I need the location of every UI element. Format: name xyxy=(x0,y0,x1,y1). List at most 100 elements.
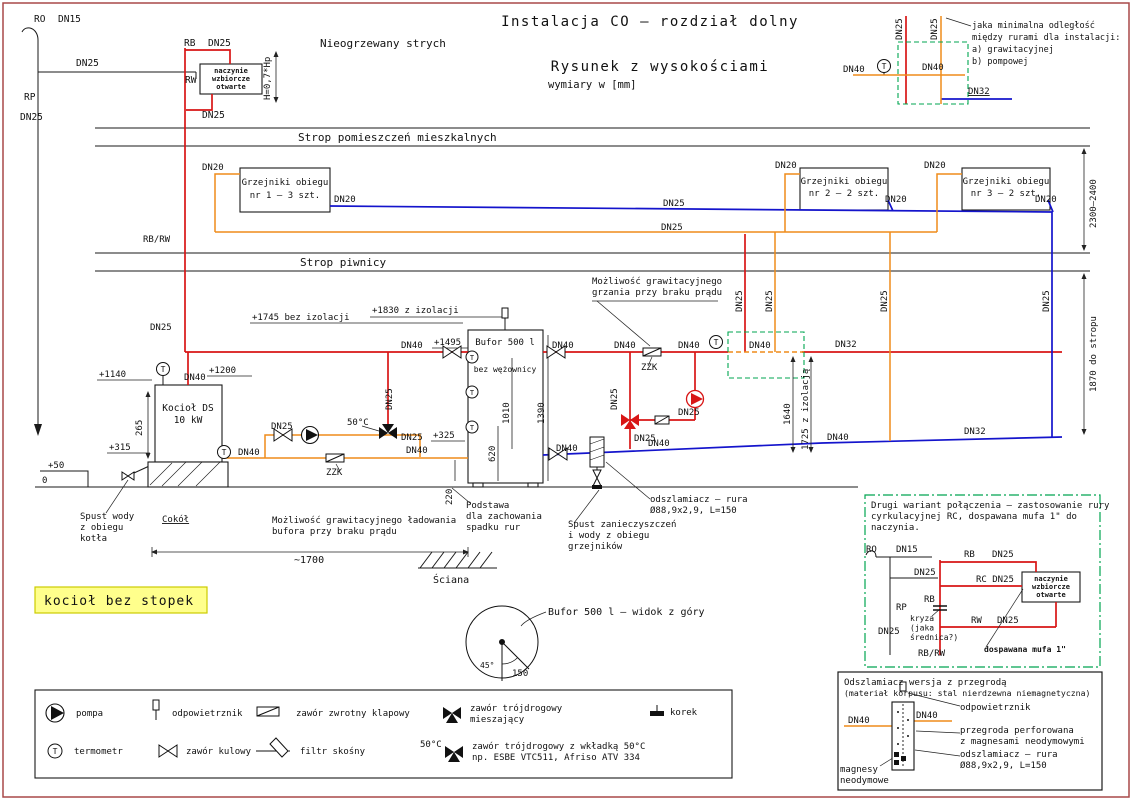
thermometer-icon xyxy=(47,59,891,759)
label-dn40-var-left: DN40 xyxy=(843,65,865,75)
v-rc-dn25: RC DN25 xyxy=(976,575,1014,585)
plinth-box xyxy=(147,461,229,488)
legend-wkladka-2: np. ESBE VTC511, Afriso ATV 334 xyxy=(472,753,640,763)
label-zzk-2: ZZK xyxy=(641,363,658,373)
rad1-label-1: Grzejniki obiegu xyxy=(242,178,329,188)
h-0: 0 xyxy=(42,476,47,486)
variant-title-1: Drugi wariant połączenia – zastosowanie … xyxy=(871,501,1110,511)
dim-1010: 1010 xyxy=(502,402,512,424)
variant-vessel-1: naczynie xyxy=(1034,575,1068,583)
label-dn32-supply: DN32 xyxy=(835,340,857,350)
variant-detail-zone xyxy=(864,494,1101,668)
rad3-label-2: nr 3 – 2 szt. xyxy=(971,189,1041,199)
dim-45: 45° xyxy=(480,661,494,670)
label-dn25-upper-return: DN25 xyxy=(663,199,685,209)
label-dn40-return-5: DN40 xyxy=(827,433,849,443)
legend-termometr: termometr xyxy=(74,747,123,757)
label-rb: RB xyxy=(184,38,196,49)
radiator-group-2-box xyxy=(799,167,889,211)
separator-detail-box xyxy=(837,671,1103,791)
radiator-group-3-box xyxy=(961,167,1051,211)
v-rbrw: RB/RW xyxy=(918,649,946,659)
label-dn40-return-4: DN40 xyxy=(648,439,670,449)
v-rp: RP xyxy=(896,603,907,613)
label-rw-dn25: DN25 xyxy=(202,110,225,121)
v-dn25-2: DN25 xyxy=(878,627,900,637)
label-rw: RW xyxy=(185,75,197,86)
v-rw: RW xyxy=(971,616,982,626)
label-dn25-bypass-r: DN25 xyxy=(401,433,423,443)
legend-pompa: pompa xyxy=(76,709,103,719)
label-dn20-c1-supply: DN20 xyxy=(202,163,224,173)
v-rb: RB xyxy=(964,550,975,560)
separator-title-2: (materiał korpusu: stal nierdzewna niema… xyxy=(844,688,1090,698)
no-feet-note: kocioł bez stopek xyxy=(44,594,194,609)
distance-note-2: między rurami dla instalacji: xyxy=(972,33,1120,43)
label-dn40-return-3: DN40 xyxy=(556,444,578,454)
page-title: Instalacja CO – rozdział dolny xyxy=(501,14,799,30)
pump-icon xyxy=(45,389,705,723)
label-rp-dn25: DN25 xyxy=(20,112,43,123)
orifice-icon xyxy=(933,605,947,611)
h-1830: +1830 z izolacji xyxy=(372,306,459,316)
label-zzk-1: ZZK xyxy=(326,468,343,478)
legend-trojdrogowy-1: zawór trójdrogowy xyxy=(470,703,563,714)
h-1495: +1495 xyxy=(434,338,461,348)
label-dn25-var-a: DN25 xyxy=(895,18,905,40)
dirt-separator-icon xyxy=(589,436,605,489)
separator-przegroda-1: przegroda perforowana xyxy=(960,726,1074,736)
thermo-buf-1: T xyxy=(470,354,475,362)
label-dn32-var: DN32 xyxy=(968,87,990,97)
strainer-icon xyxy=(256,737,290,758)
rad2-label-2: nr 2 – 2 szt. xyxy=(809,189,879,199)
label-dn20-c3-return: DN20 xyxy=(1035,195,1057,205)
label-50c: 50°C xyxy=(347,418,369,428)
separator-przegroda-2: z magnesami neodymowymi xyxy=(960,737,1085,747)
thermo-boiler: T xyxy=(161,365,166,374)
v-dn15: DN15 xyxy=(896,545,918,555)
legend-zawor-kulowy: zawór kulowy xyxy=(186,746,252,757)
return-pipes xyxy=(329,98,1063,456)
legend-trojdrogowy-2: mieszający xyxy=(470,715,525,725)
boiler-label-2: 10 kW xyxy=(174,415,203,426)
ceiling1-label: Strop pomieszczeń mieszkalnych xyxy=(298,131,497,144)
leader-lines xyxy=(97,17,1024,767)
v-ro: RO xyxy=(866,545,877,555)
label-dn40-boiler: DN40 xyxy=(184,373,206,383)
label-dn20-c3-supply: DN20 xyxy=(924,161,946,171)
label-dn40-var-right: DN40 xyxy=(922,63,944,73)
dim-1725: 1725 z izolacją xyxy=(801,369,811,450)
symbols xyxy=(45,59,947,771)
separator-title-1: Odszlamiacz wersja z przegrodą xyxy=(844,678,1007,688)
label-rp: RP xyxy=(24,92,36,103)
label-dn25-r2s: DN25 xyxy=(735,290,745,312)
separator-odpowietrznik: odpowietrznik xyxy=(960,703,1031,713)
label-dn25-safety: DN25 xyxy=(150,323,172,333)
buffer-name: Bufor 500 l xyxy=(475,338,535,348)
boiler-label-1: Kocioł DS xyxy=(162,403,214,414)
legend-korek: korek xyxy=(670,708,698,718)
separator-rura-2: Ø88,9x2,9, L=150 xyxy=(960,760,1047,771)
buffer-top-view xyxy=(465,605,539,681)
h-315: +315 xyxy=(109,443,131,453)
buffer-foot xyxy=(527,482,539,488)
ball-valve-icon xyxy=(121,345,602,758)
label-rb-dn25: DN25 xyxy=(208,38,231,49)
h-1140: +1140 xyxy=(99,370,126,380)
down-arrow xyxy=(34,424,42,436)
rad2-label-1: Grzejniki obiegu xyxy=(801,177,888,187)
plinth-hatch xyxy=(149,461,221,487)
buffer-foot xyxy=(472,482,484,488)
label-dn20-c2-return: DN20 xyxy=(885,195,907,205)
legend-wkladka-1: zawór trójdrogowy z wkładką 50°C xyxy=(472,741,645,752)
expansion-vessel-box xyxy=(199,63,263,95)
plinth-label: Cokół xyxy=(162,514,189,525)
vessel-label-2: wzbiorcze xyxy=(212,75,250,83)
dim-1700: ~1700 xyxy=(294,555,324,566)
label-ro: RO xyxy=(34,14,46,25)
